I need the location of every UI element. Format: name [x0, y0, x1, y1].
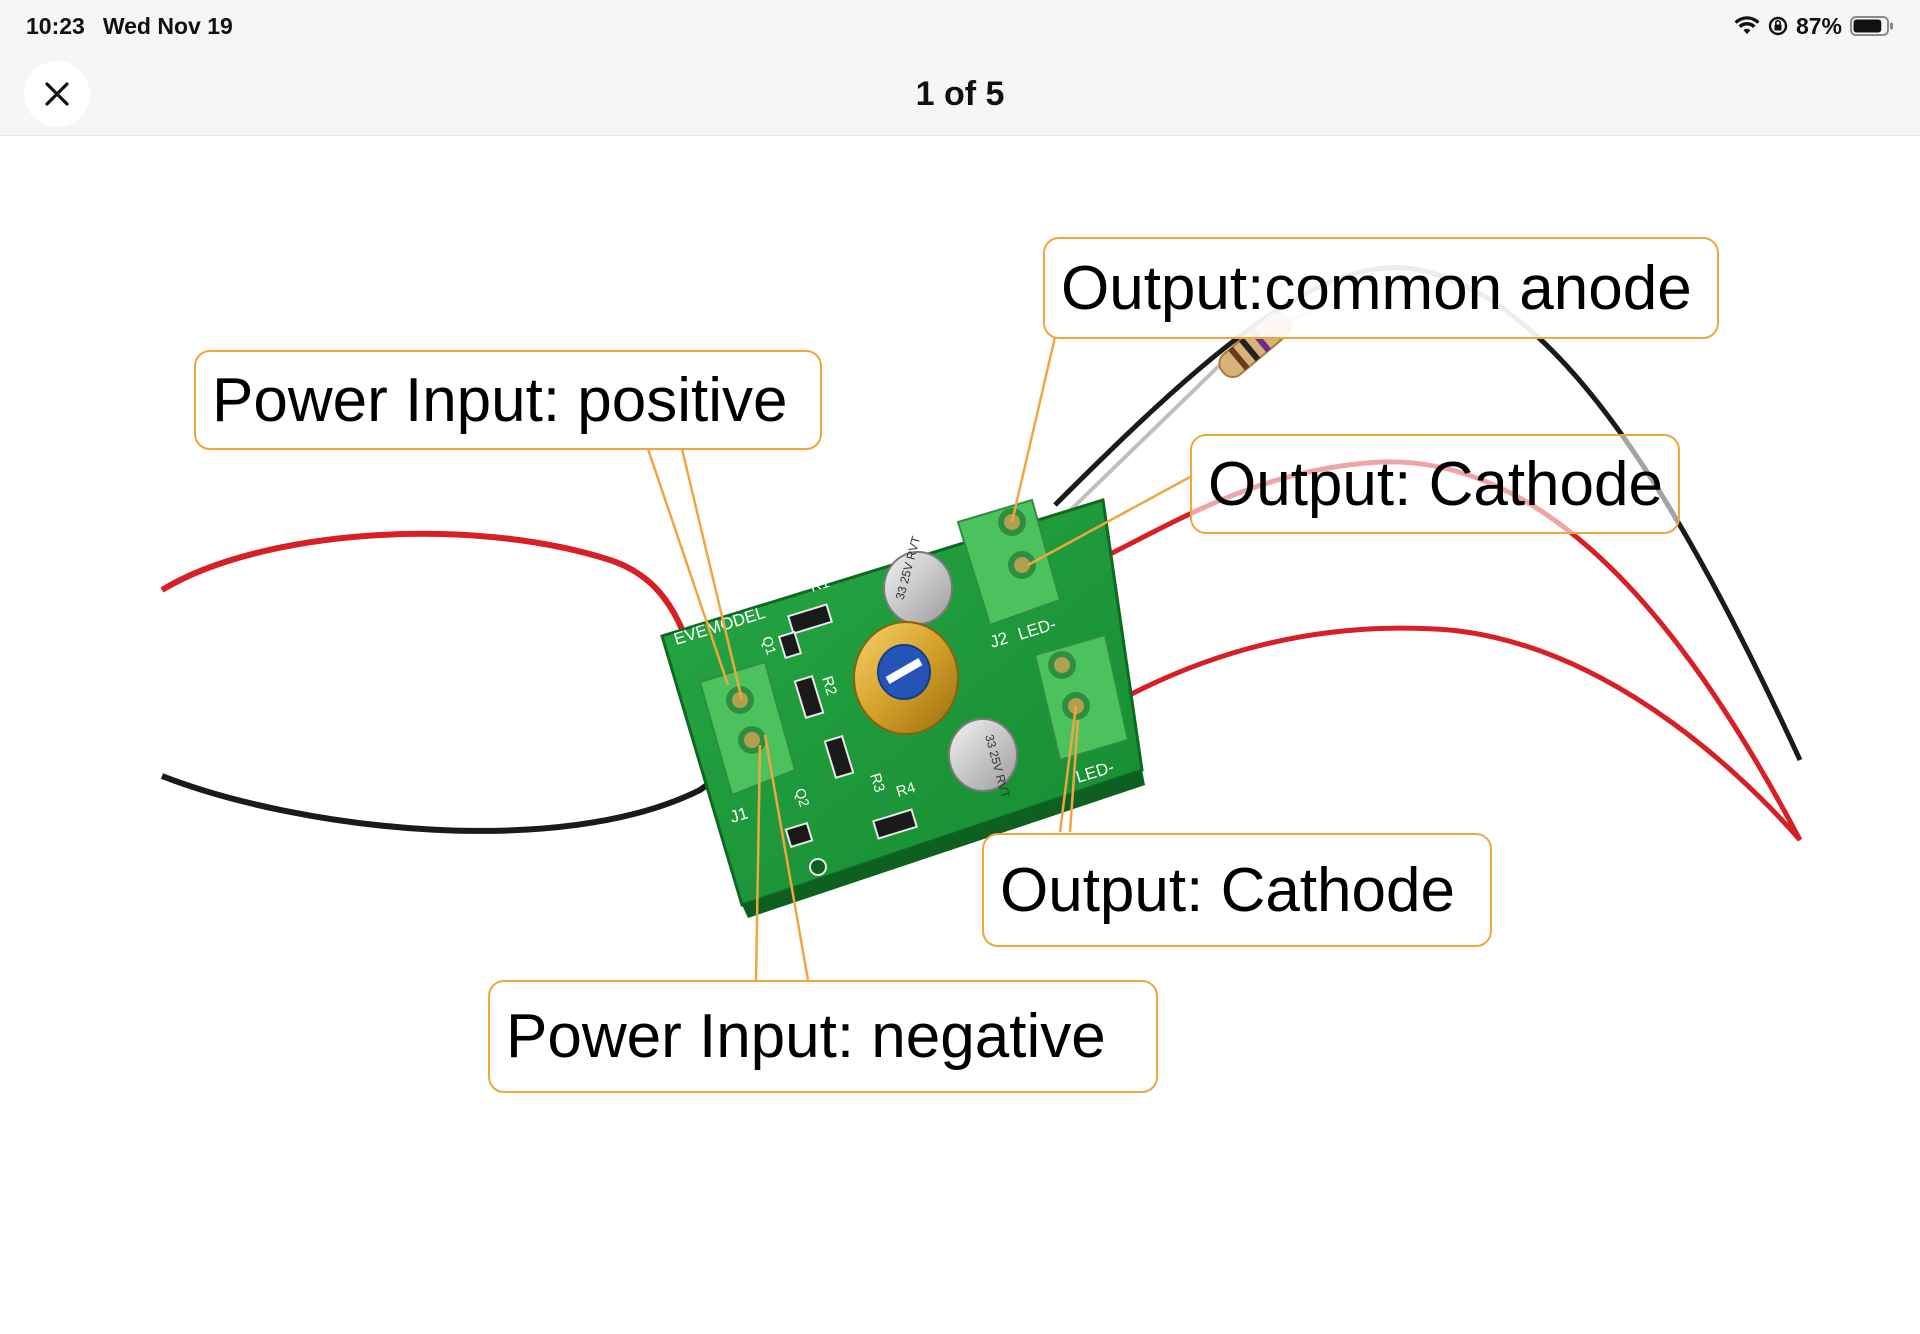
- mounting-hole: [809, 858, 827, 876]
- callout-power-positive: Power Input: positive: [194, 350, 822, 450]
- silk-r3: R3: [866, 771, 888, 794]
- close-icon: [45, 82, 69, 106]
- nav-bar: 1 of 5: [0, 52, 1920, 136]
- status-left: 10:23 Wed Nov 19: [26, 13, 233, 40]
- location-lock-icon: [1768, 16, 1788, 36]
- wire-red-right-bottom: [1083, 625, 1802, 842]
- wire-black-left: [160, 758, 728, 834]
- page-counter: 1 of 5: [915, 75, 1005, 113]
- pcb-board: EVEMODEL J2 LED- LED- J1 R1 R2 R3 R4 Q1 …: [660, 498, 1145, 918]
- terminal-led: [1033, 633, 1130, 762]
- status-date: Wed Nov 19: [102, 12, 233, 39]
- silk-j1: J1: [728, 803, 751, 826]
- smd-components: [777, 603, 919, 849]
- close-button[interactable]: [24, 61, 90, 127]
- callout-power-negative: Power Input: negative: [488, 980, 1158, 1093]
- silk-j2: J2: [988, 628, 1011, 651]
- resistor-lead: [1048, 358, 1227, 532]
- terminal-j2: [956, 498, 1062, 627]
- wifi-icon: [1734, 16, 1760, 36]
- capacitor-bottom: 33 25V RVT: [948, 718, 1018, 800]
- image-viewer[interactable]: EVEMODEL J2 LED- LED- J1 R1 R2 R3 R4 Q1 …: [0, 137, 1920, 1334]
- callout-output-anode: Output:common anode: [1043, 237, 1719, 339]
- callout-output-cathode-top: Output: Cathode: [1190, 434, 1680, 534]
- silk-r1: R1: [808, 574, 831, 596]
- capacitor-top: 33 25V RVT: [883, 534, 953, 625]
- battery-percent: 87%: [1795, 12, 1842, 39]
- status-right: 87%: [1734, 13, 1894, 40]
- silk-r2: R2: [818, 674, 840, 697]
- wire-red-left: [160, 530, 713, 731]
- status-bar: 10:23 Wed Nov 19 87%: [0, 0, 1920, 52]
- potentiometer: [853, 621, 959, 735]
- battery-icon: [1850, 15, 1894, 37]
- callout-output-cathode-bottom: Output: Cathode: [982, 833, 1492, 947]
- callout-leaders: [646, 336, 1191, 981]
- silk-q1: Q1: [759, 634, 780, 657]
- status-time: 10:23: [26, 12, 85, 39]
- silk-r4: R4: [894, 779, 917, 801]
- silk-q2: Q2: [792, 786, 813, 809]
